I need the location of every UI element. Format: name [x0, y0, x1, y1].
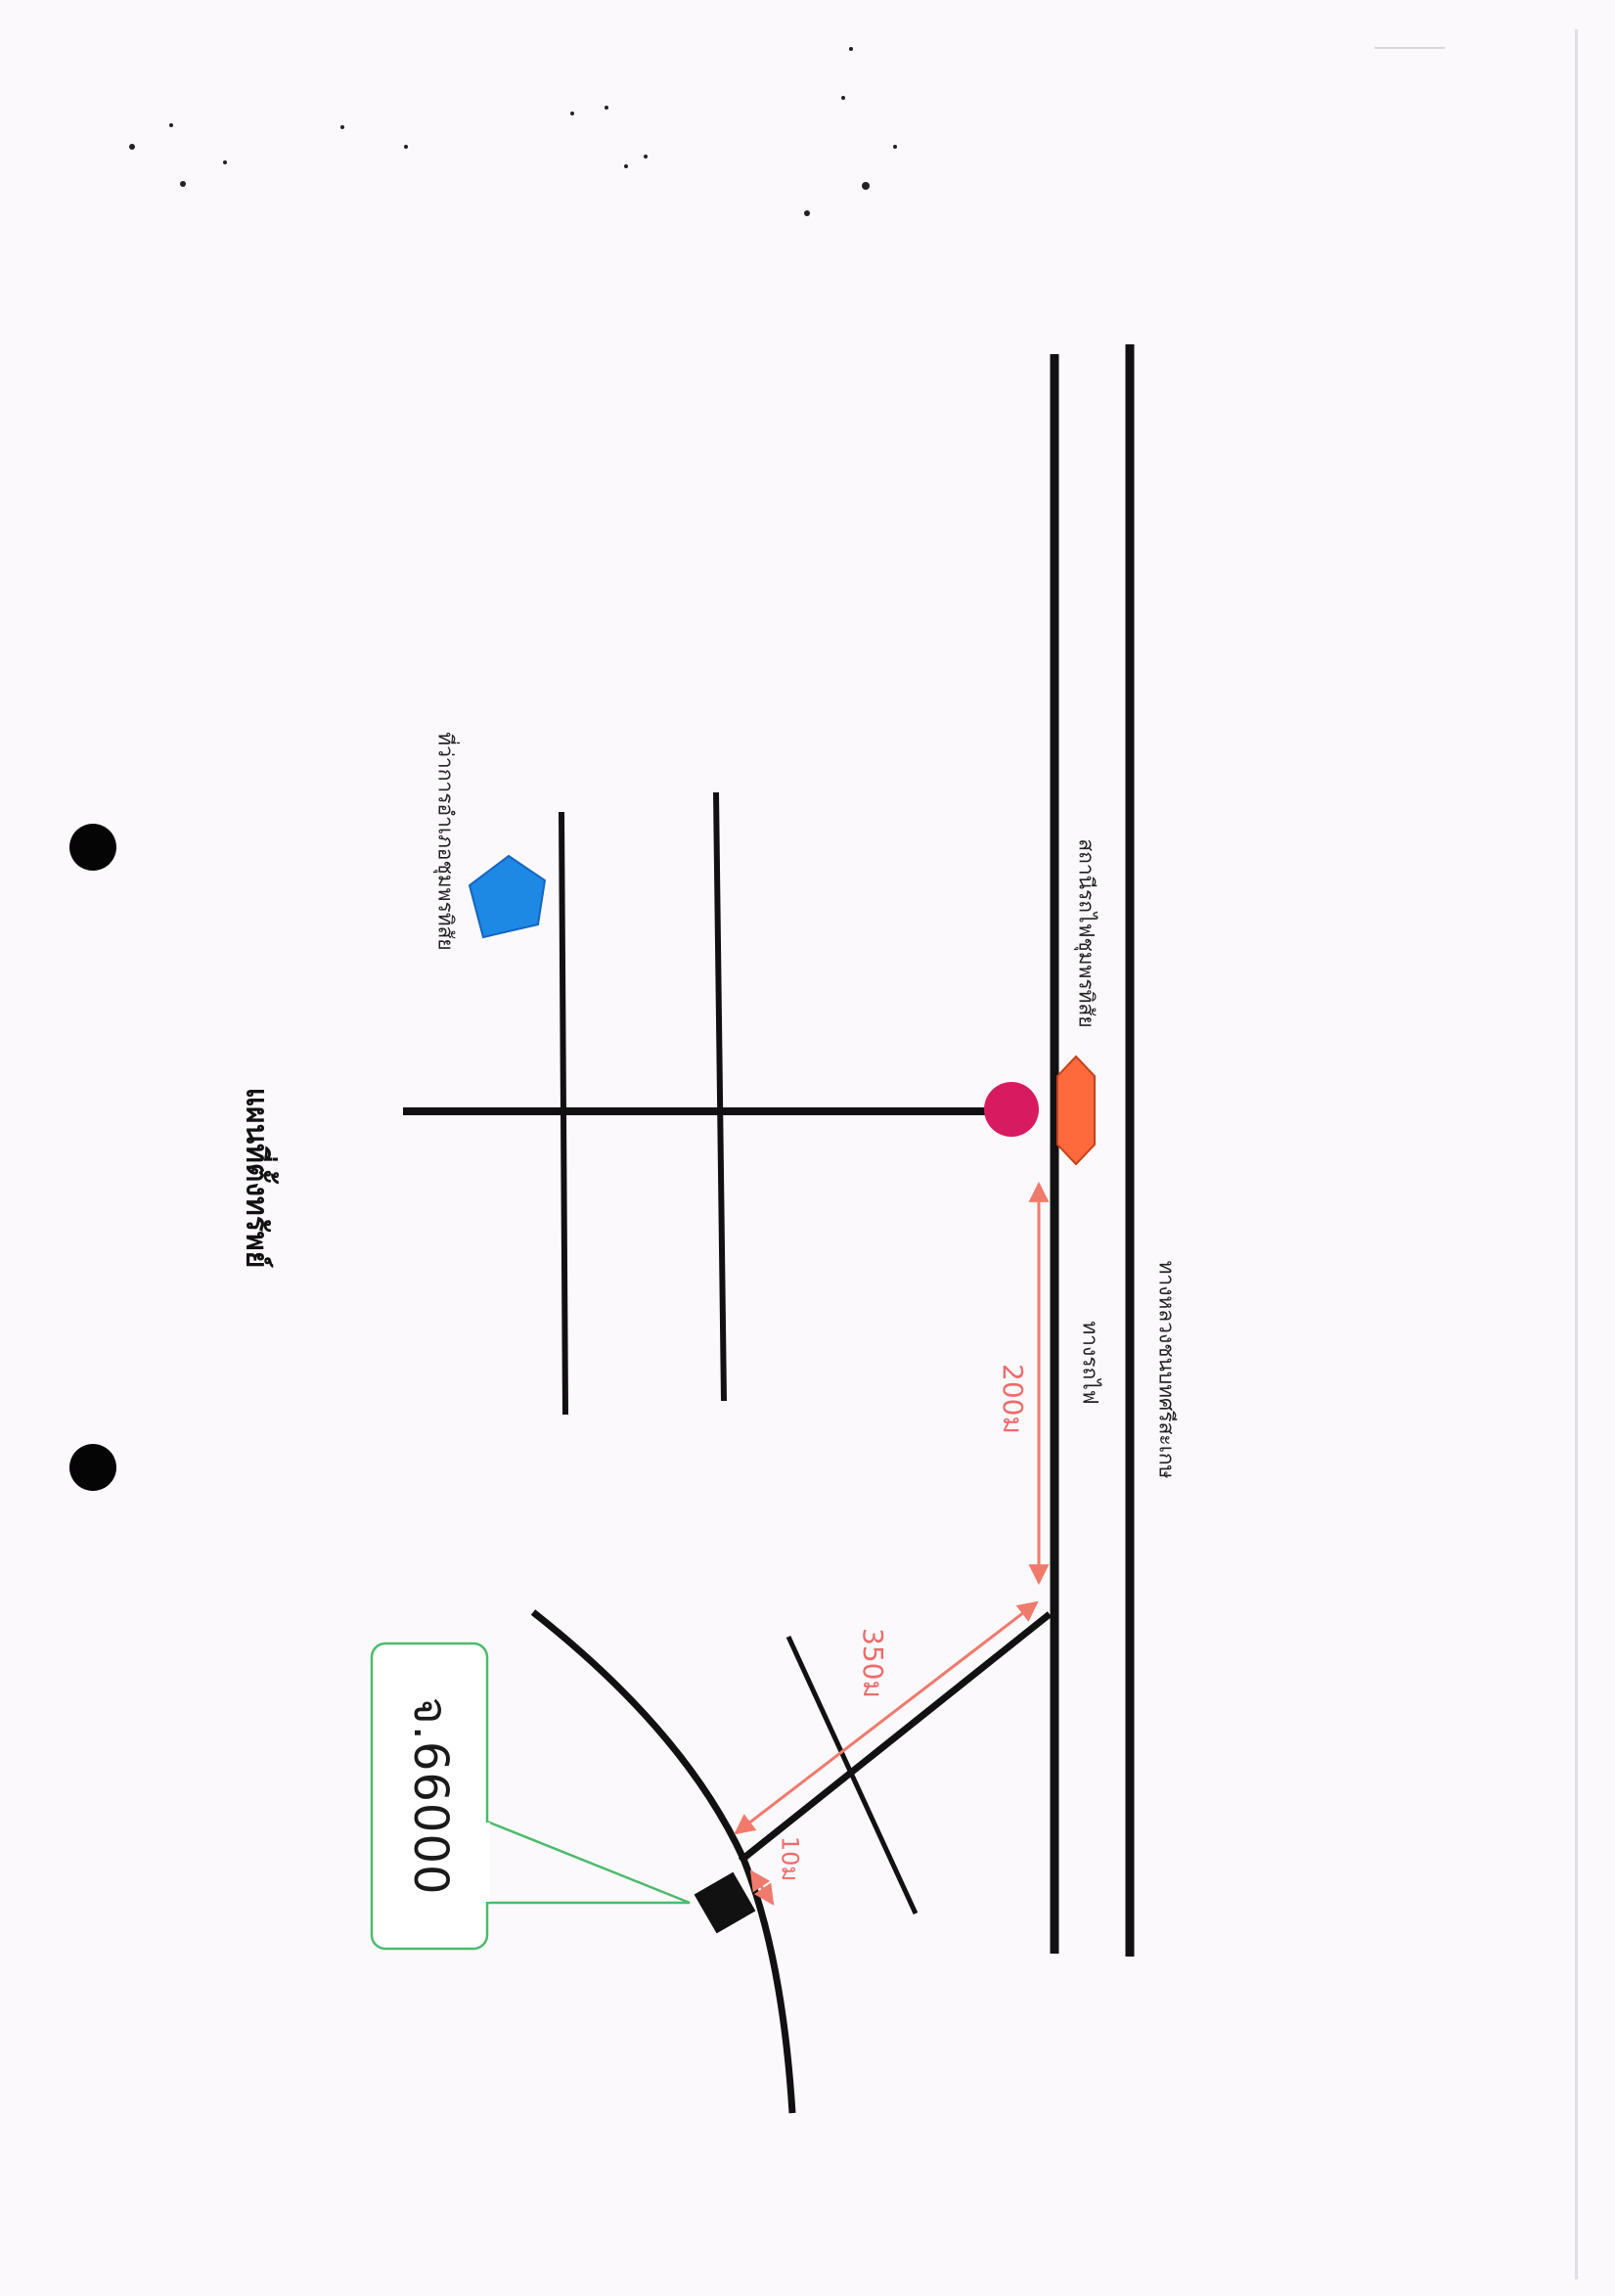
station-hexagon-icon — [1056, 1055, 1096, 1166]
callout-label: จ.66000 — [403, 1696, 458, 1896]
callout-pointer — [486, 1820, 691, 1905]
town-road-left — [559, 811, 568, 1416]
punch-hole-top — [69, 824, 116, 871]
curved-road — [530, 1609, 796, 2114]
arrow-10m — [749, 1869, 775, 1906]
scan-specks — [129, 47, 897, 216]
page-edge-line — [1575, 29, 1578, 2279]
callout-box — [370, 1642, 489, 1951]
property-square-icon — [694, 1871, 756, 1934]
callout-join — [484, 1823, 490, 1902]
punch-hole-bottom — [69, 1444, 116, 1491]
distance-label-10m: 10ม — [776, 1835, 804, 1882]
distance-label-200m: 200ม — [997, 1364, 1029, 1434]
railway-station-label: สถานีรถไฟชุมพรทิสัย — [1074, 838, 1099, 1028]
distance-label-350m: 350ม — [857, 1628, 889, 1698]
map-title: แผนที่ตั้งทรัพย์ — [239, 1087, 274, 1269]
arrow-350m — [734, 1600, 1039, 1835]
diagonal-road — [738, 1611, 1053, 1864]
highway-label: ทางหลวงชนบทศรีสะเกษ — [1154, 1260, 1179, 1479]
start-point-circle-dot-icon — [984, 1082, 1039, 1137]
town-road-right — [713, 791, 727, 1402]
top-scan-mark — [1374, 47, 1445, 49]
district-office-pentagon-icon — [468, 854, 547, 939]
district-office-label: ที่ว่าการอำเภอชุมพรทิสัย — [433, 732, 458, 951]
railway-label: ทางรถไฟ — [1078, 1321, 1102, 1405]
